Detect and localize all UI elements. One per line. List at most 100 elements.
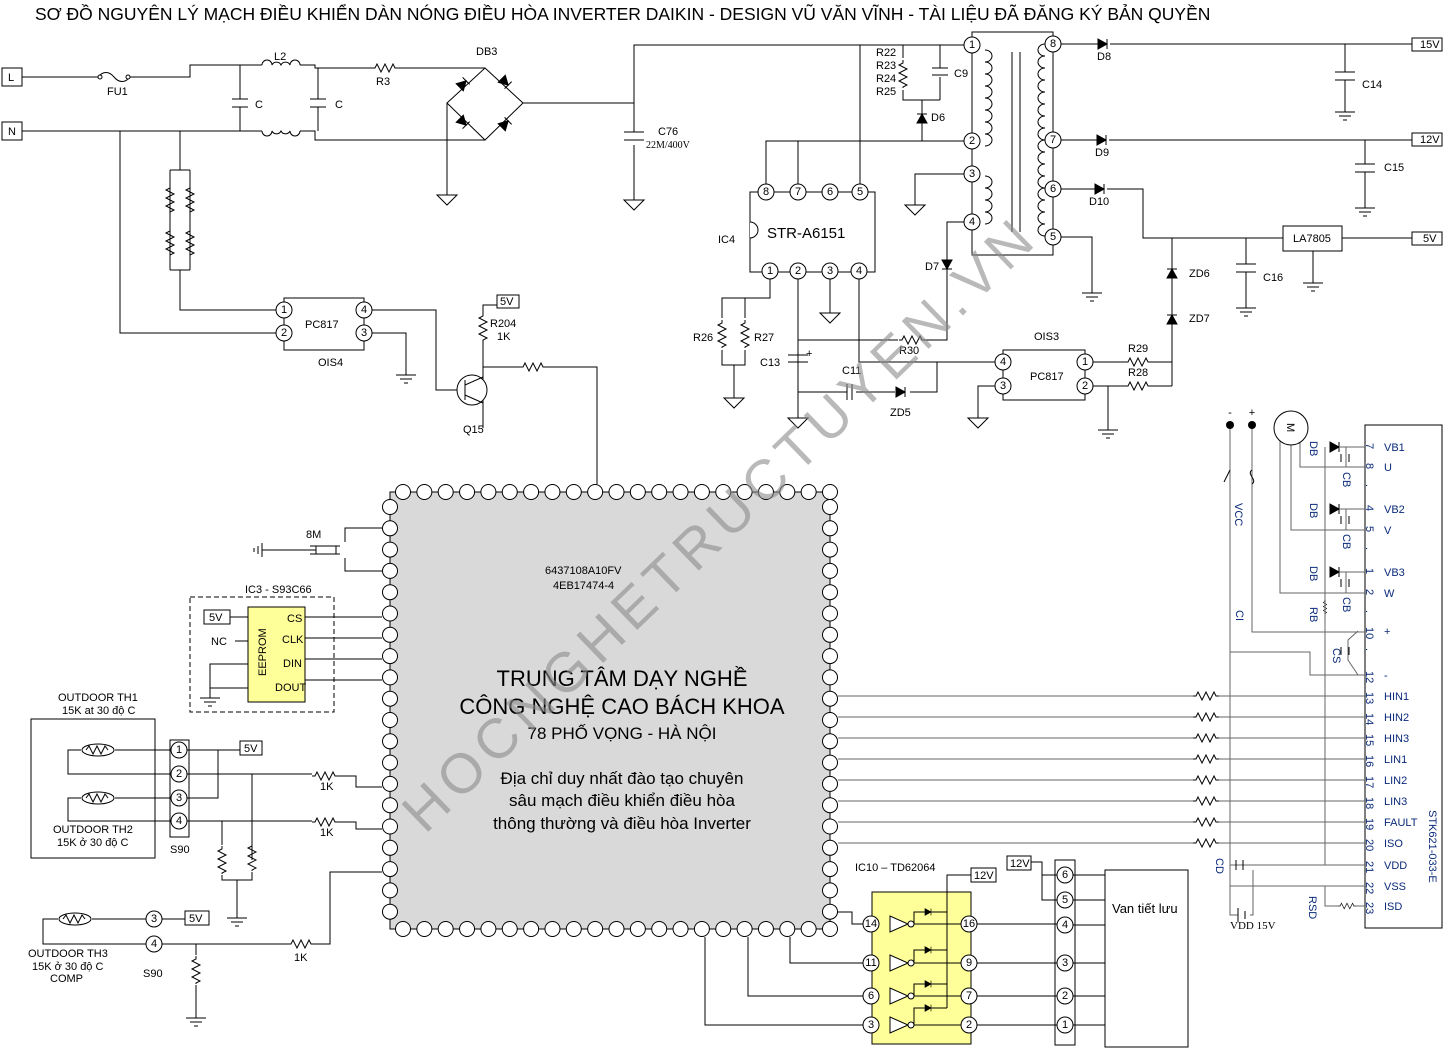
mcu-pin (501, 921, 518, 937)
ipm-pin-name: LIN1 (1384, 754, 1407, 766)
mcu-pin (608, 921, 625, 937)
pin: 4 (994, 353, 1012, 371)
mcu: 6437108A10FV 4EB17474-4 TRUNG TÂM DẠY NG… (253, 484, 838, 937)
pin: 6 (1056, 866, 1074, 884)
ground-icon (1354, 207, 1376, 217)
r30-label: R30 (899, 345, 919, 357)
pin-number: 4 (361, 304, 367, 316)
c9-label: C9 (954, 68, 968, 80)
fuse-label: FU1 (107, 86, 128, 98)
capacitor-icon (232, 98, 644, 141)
center-text-line3: 78 PHỐ VỌNG - HÀ NỘI (528, 723, 717, 743)
r29-label: R29 (1128, 343, 1148, 355)
valve-connector (1054, 859, 1076, 1046)
smps-wires (721, 31, 1412, 430)
r204-value: 1K (497, 331, 511, 343)
s90-connector (169, 739, 190, 838)
ipm-pin-number: 4 (1363, 505, 1375, 511)
pin: 8 (1044, 35, 1062, 53)
eeprom-clk: CLK (282, 634, 304, 646)
pin-number: 8 (1050, 38, 1056, 50)
pin-number: 2 (795, 265, 801, 277)
pin: 3 (145, 910, 163, 928)
ois4-wires (372, 304, 598, 484)
vdd-supply-label: VDD 15V (1230, 920, 1276, 932)
ois4-name: OIS4 (318, 357, 343, 369)
r23-label: R23 (876, 60, 896, 72)
diode-icon (1329, 566, 1340, 578)
mcu-pin (672, 921, 689, 937)
output-12v-label: 12V (1420, 134, 1440, 146)
mcu-pin (822, 818, 838, 835)
mcu-pin (416, 921, 433, 937)
pin: 3 (355, 324, 373, 342)
mcu-pin (822, 903, 838, 920)
pin: 4 (355, 301, 373, 319)
mcu-code: 4EB17474-4 (553, 580, 614, 592)
mcu-pin (382, 520, 398, 537)
ground-icon (723, 397, 745, 409)
mcu-pin (822, 775, 838, 792)
s90-label: S90 (170, 844, 190, 856)
ipm-pin-number: 19 (1363, 818, 1375, 830)
mcu-pin (382, 818, 398, 835)
pin-number: 3 (827, 265, 833, 277)
vcc-label: VCC (1232, 503, 1244, 526)
resistor-icon (371, 63, 399, 73)
ipm-pin-name: FAULT (1384, 817, 1418, 829)
mcu-pin (736, 921, 753, 937)
d9-label: D9 (1095, 147, 1109, 159)
mcu-pin (382, 754, 398, 771)
th3-spec: 15K ở 30 độ C (32, 961, 103, 973)
crystal-wires (262, 527, 382, 572)
pin: 7 (1044, 131, 1062, 149)
ipm-pin-number: 17 (1363, 776, 1375, 788)
resistor-icon (1337, 902, 1357, 910)
transformer-icon (984, 43, 1046, 237)
mcu-pin (822, 484, 838, 500)
resistor-icon (1192, 754, 1220, 764)
valve-box (1104, 869, 1189, 1048)
mcu-pin (822, 839, 838, 856)
pin-number: 5 (1050, 231, 1056, 243)
pin: 1 (1056, 1016, 1074, 1034)
resistor-icon (217, 845, 227, 875)
resistor-icon (1192, 712, 1220, 722)
th3-connector-label: S90 (143, 968, 163, 980)
d10-label: D10 (1089, 196, 1109, 208)
th2-label: OUTDOOR TH2 (53, 824, 133, 836)
pin-number: 2 (281, 327, 287, 339)
pin: 6 (862, 987, 880, 1005)
mcu-pin (800, 484, 817, 500)
pin: 2 (789, 262, 807, 280)
diode-icon (1097, 38, 1108, 50)
center-text-line4: Địa chỉ duy nhất đào tạo chuyên (501, 769, 744, 788)
db2-label: DB (1307, 503, 1319, 518)
th-vcc-label: 5V (244, 743, 258, 755)
mcu-pin (822, 626, 838, 643)
ois3-label: OIS3 (1034, 331, 1059, 343)
pin: 3 (821, 262, 839, 280)
cb1-label: CB (1340, 472, 1352, 487)
q15-label: Q15 (463, 424, 484, 436)
resistor-icon (311, 771, 339, 781)
d7-label: D7 (925, 261, 939, 273)
eeprom-nc-label: NC (211, 636, 227, 648)
pin-number: 5 (857, 186, 863, 198)
mcu-pin (822, 499, 838, 515)
mcu-pin (822, 669, 838, 686)
mcu-pin (651, 484, 668, 500)
diode-icon (455, 114, 471, 130)
pin: 16 (960, 915, 978, 933)
r26-label: R26 (693, 332, 713, 344)
eeprom-label: EEPROM (257, 628, 269, 676)
ipm-pin-number: 21 (1363, 861, 1375, 873)
pin-number: 4 (1000, 356, 1006, 368)
pin-number: 6 (827, 186, 833, 198)
ipm-pin-name: V (1384, 525, 1392, 537)
mcu-pins (382, 484, 838, 937)
c16-label: C16 (1263, 272, 1283, 284)
mcu-pin (565, 921, 582, 937)
ground-icon (787, 417, 809, 429)
